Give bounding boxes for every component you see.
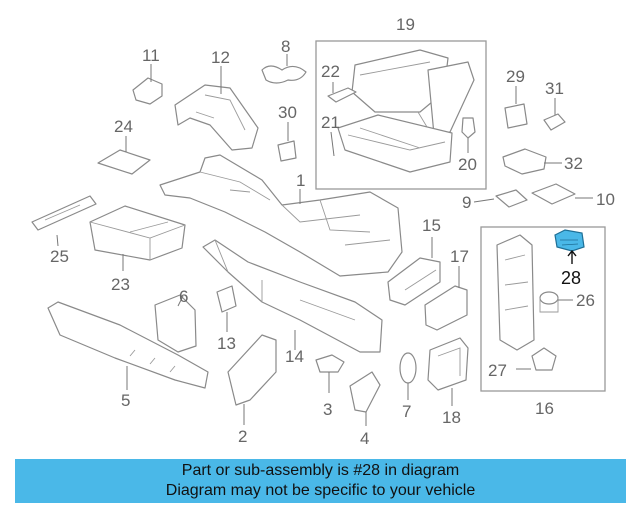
callout-21: 21: [321, 113, 340, 132]
part-5-shape: [47, 301, 209, 390]
part-20-shape: [461, 117, 476, 153]
part-15-shape: [387, 237, 441, 306]
callout-10: 10: [596, 190, 615, 209]
part-21-shape: [330, 114, 453, 173]
part-11-shape: [132, 64, 163, 105]
callout-15: 15: [422, 216, 441, 235]
callout-31: 31: [545, 79, 564, 98]
callout-29: 29: [506, 67, 525, 86]
part-32-shape: [502, 148, 562, 175]
callout-5: 5: [121, 391, 130, 410]
part-31-shape: [543, 98, 566, 131]
callout-25: 25: [50, 247, 69, 266]
callout-18: 18: [442, 408, 461, 427]
part-7-shape: [399, 352, 417, 400]
callout-4: 4: [360, 429, 369, 448]
part-14-shape: [202, 239, 383, 353]
callout-8: 8: [281, 37, 290, 56]
part-17-shape: [424, 266, 468, 331]
callout-6: 6: [179, 287, 188, 306]
part-19-shape: [351, 49, 475, 136]
part-8-shape: [261, 54, 307, 84]
callout-23: 23: [111, 275, 130, 294]
part-27-shape: [516, 347, 557, 371]
info-banner: Part or sub-assembly is #28 in diagram D…: [15, 459, 626, 503]
callout-24: 24: [114, 117, 133, 136]
part-26-shape: [539, 291, 573, 313]
inset-box-19: [315, 40, 487, 190]
callout-30: 30: [278, 103, 297, 122]
callout-20: 20: [458, 155, 477, 174]
banner-line-2: Diagram may not be specific to your vehi…: [165, 482, 476, 499]
part-2-shape: [227, 334, 277, 425]
part-6-shape: [154, 294, 197, 353]
part-29-shape: [504, 86, 528, 129]
callout-32: 32: [564, 154, 583, 173]
part-23-shape: [89, 205, 186, 271]
callout-13: 13: [217, 334, 236, 353]
part-10-shape: [531, 183, 593, 205]
banner-line-1: Part or sub-assembly is #28 in diagram: [181, 462, 460, 479]
part-12-shape: [174, 66, 259, 151]
callout-7: 7: [402, 402, 411, 421]
part-25-shape: [31, 195, 97, 247]
callout-28: 28: [561, 268, 581, 288]
part-18-shape: [427, 337, 469, 406]
callout-12: 12: [211, 48, 230, 67]
part-22-shape: [327, 82, 357, 103]
inset-box-16: [480, 226, 606, 392]
callout-27: 27: [488, 361, 507, 380]
callout-26: 26: [576, 291, 595, 310]
callout-17: 17: [450, 247, 469, 266]
callout-11: 11: [142, 46, 160, 65]
part-9-shape: [473, 189, 528, 208]
callout-16: 16: [535, 399, 554, 418]
part-3-shape: [315, 354, 345, 393]
callout-19: 19: [396, 15, 415, 34]
callout-9: 9: [462, 193, 471, 212]
part-28-highlight: [554, 229, 585, 264]
part-13-shape: [216, 285, 237, 332]
callout-22: 22: [321, 62, 340, 81]
part-1-shape: [159, 154, 403, 277]
callout-3: 3: [323, 400, 332, 419]
callout-14: 14: [285, 347, 304, 366]
callout-1: 1: [296, 171, 305, 190]
part-30-shape: [277, 122, 297, 162]
part-16-shape: [496, 234, 535, 351]
part-4-shape: [349, 371, 381, 426]
callout-2: 2: [238, 427, 247, 446]
part-24-shape: [97, 136, 151, 175]
